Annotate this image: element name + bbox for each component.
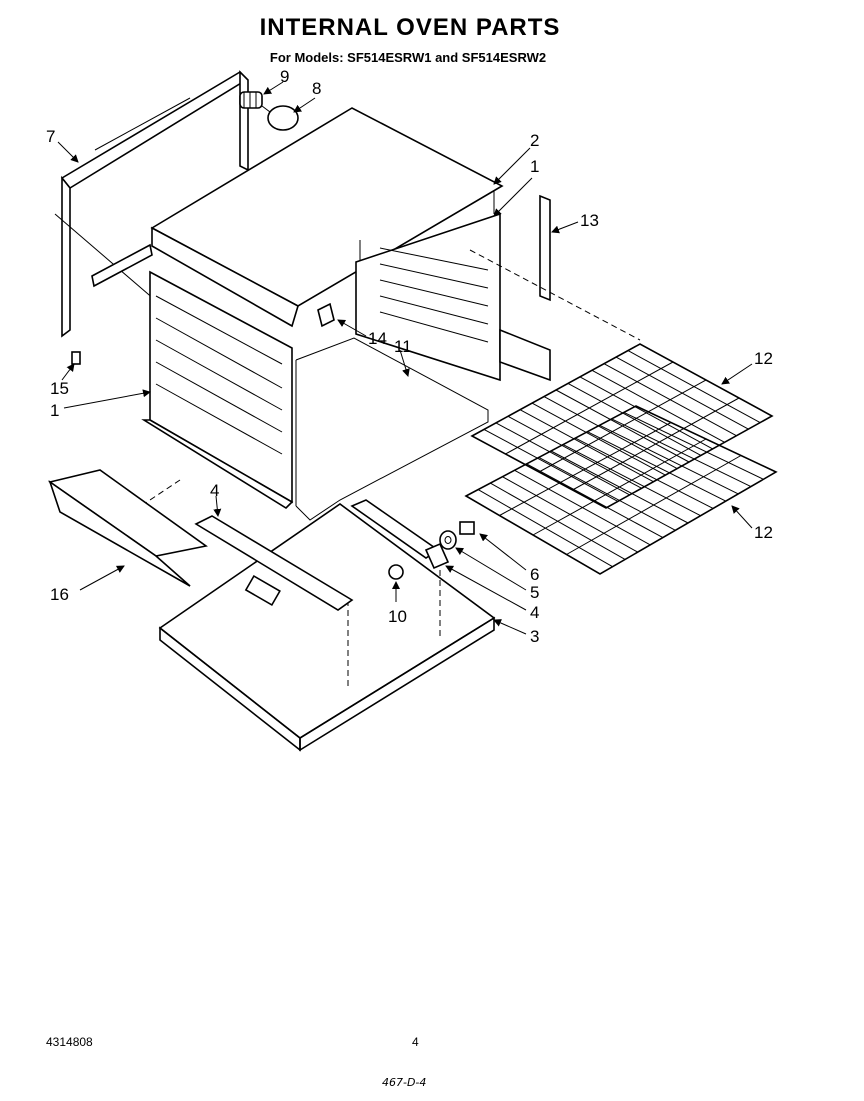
callout-3: 3: [530, 627, 539, 646]
part-2-oven-top: [150, 107, 504, 328]
part-3-bottom-tray: [158, 503, 496, 752]
callout-9: 9: [280, 67, 289, 86]
part-9-lamp-socket: [239, 91, 263, 109]
callout-10: 10: [388, 607, 407, 626]
callout-11: 11: [394, 337, 412, 356]
callout-12-top: 12: [754, 349, 773, 368]
callout-15: 15: [50, 379, 69, 398]
part-5-washer: [439, 530, 457, 550]
part-15-fastener: [71, 351, 81, 365]
callout-7: 7: [46, 127, 55, 146]
part-12-upper-rack: [470, 343, 774, 509]
part-10-nut: [388, 564, 404, 580]
part-12-lower-rack: [464, 405, 778, 575]
callout-4-top: 4: [210, 481, 219, 500]
part-16-front-panel: [48, 469, 208, 587]
part-14-clip: [317, 302, 335, 328]
callout-labels: 9 8 7 2 1 13 14 11 15 1 12 12 4 6 5 4 3 …: [46, 67, 773, 646]
callout-5: 5: [530, 583, 539, 602]
callout-13: 13: [580, 211, 599, 230]
page-title: INTERNAL OVEN PARTS: [259, 14, 561, 41]
part-8-light-bulb: [261, 105, 299, 131]
part-4-burner-rail-right: [350, 499, 450, 570]
callout-4-right: 4: [530, 603, 539, 622]
callout-1-right: 1: [530, 157, 539, 176]
part-4-burner-rail-left: [194, 515, 354, 611]
document-number: 4314808: [46, 1035, 93, 1049]
part-6-orifice: [459, 521, 475, 535]
part-13-side-strip: [539, 194, 551, 302]
part-1-left-side-panel: [141, 270, 294, 510]
model-subtitle: For Models: SF514ESRW1 and SF514ESRW2: [269, 50, 547, 65]
leader-lines: [57, 81, 753, 635]
callout-1-left: 1: [50, 401, 59, 420]
page-number: 4: [412, 1035, 419, 1049]
callout-8: 8: [312, 79, 321, 98]
callout-12-bottom: 12: [754, 523, 773, 542]
handwritten-stamp: 467-D-4: [382, 1076, 427, 1089]
part-11-oven-bottom: [295, 337, 489, 521]
callout-2: 2: [530, 131, 539, 150]
part-1-right-side-panel: [355, 212, 551, 382]
callout-14: 14: [368, 329, 387, 348]
callout-6: 6: [530, 565, 539, 584]
callout-16: 16: [50, 585, 69, 604]
